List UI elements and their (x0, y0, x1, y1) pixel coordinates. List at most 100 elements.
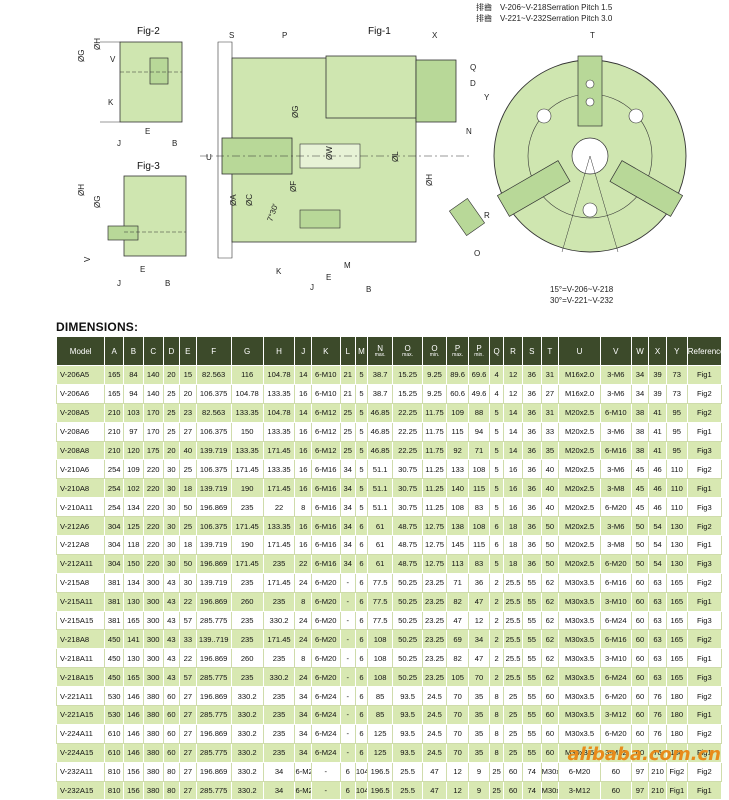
table-cell: 4 (488, 365, 505, 385)
table-cell: 171.45 (262, 478, 296, 499)
table-cell: 330.2 (262, 667, 296, 688)
table-cell: 76 (648, 723, 667, 744)
column-header: S (521, 336, 542, 366)
table-cell: 93.5 (392, 742, 423, 763)
table-cell: 6 (488, 535, 505, 555)
table-cell: 73 (665, 365, 688, 385)
table-cell: 50.25 (392, 572, 423, 593)
table-cell: 25 (503, 742, 523, 763)
table-cell: 16 (294, 459, 312, 480)
column-header-label: N (377, 344, 384, 353)
model-cell: V-232A15 (55, 780, 106, 800)
table-cell: - (339, 742, 356, 763)
table-cell: 125 (123, 516, 144, 537)
table-cell: 23 (179, 402, 197, 423)
table-cell: 60 (540, 705, 560, 725)
table-cell: 3-M6 (599, 516, 632, 537)
table-cell: 6-M16 (310, 459, 341, 480)
table-cell: 30 (162, 516, 181, 537)
table-cell: 85 (366, 686, 394, 707)
column-header: V (599, 336, 632, 366)
table-cell: 196.869 (195, 686, 232, 707)
table-cell: 16 (503, 459, 523, 480)
table-cell: 175 (142, 440, 164, 461)
table-cell: 3-M8 (599, 478, 632, 499)
table-cell: 810 (104, 761, 125, 782)
table-cell: 108 (468, 459, 490, 480)
column-header-label: U (576, 346, 583, 356)
table-cell: 55 (521, 629, 542, 650)
table-cell: 36 (521, 440, 542, 461)
table-cell: 22 (262, 497, 296, 518)
model-cell: V-206A5 (55, 365, 106, 385)
table-cell: 6-M20 (310, 629, 341, 650)
table-cell: 8 (488, 686, 505, 707)
table-cell: 27 (540, 383, 560, 404)
table-cell: 60 (540, 723, 560, 744)
table-cell: 450 (104, 648, 125, 669)
table-cell: Fig3 (686, 497, 723, 518)
table-cell: 34 (262, 780, 296, 800)
table-cell: 130 (665, 516, 688, 537)
table-cell: 34 (339, 553, 356, 574)
table-cell: 36 (521, 535, 542, 555)
table-cell: 3-M6 (599, 421, 632, 442)
dim-phiG-fig3: ØG (93, 196, 102, 208)
table-cell: - (339, 723, 356, 744)
table-cell: 34 (294, 742, 312, 763)
table-cell: 180 (665, 723, 688, 744)
table-cell: 30 (162, 497, 181, 518)
table-cell: 285.775 (195, 610, 232, 631)
table-cell: 133.35 (230, 402, 264, 423)
table-cell: 104.78 (262, 365, 296, 385)
table-cell: Fig2 (686, 383, 723, 404)
table-cell: 24.5 (421, 705, 448, 725)
table-cell: 50 (540, 535, 560, 555)
table-cell: 34 (294, 723, 312, 744)
table-cell: 60 (630, 686, 650, 707)
table-cell: 18 (503, 516, 523, 537)
table-cell: 93.5 (392, 705, 423, 725)
table-cell: 24 (294, 610, 312, 631)
table-cell: 55 (521, 572, 542, 593)
table-cell: 25.5 (503, 667, 523, 688)
table-cell: 6-M24 (310, 723, 341, 744)
table-cell: 38 (630, 440, 650, 461)
table-cell: 38.7 (366, 365, 394, 385)
table-cell: 2 (488, 629, 505, 650)
model-cell: V-208A5 (55, 402, 106, 423)
table-cell: 285.775 (195, 667, 232, 688)
table-cell: 62 (540, 667, 560, 688)
table-cell: 50.25 (392, 591, 423, 612)
table-cell: 30.75 (392, 497, 423, 518)
table-cell: 21 (339, 383, 356, 404)
table-cell: M20x2.5 (558, 440, 601, 461)
table-cell: 12 (468, 610, 490, 631)
table-cell: 106.375 (195, 459, 232, 480)
table-cell: 22 (179, 591, 197, 612)
table-cell: 36 (521, 459, 542, 480)
table-cell: 6-M16 (310, 478, 341, 499)
table-cell: 125 (366, 723, 394, 744)
table-cell: 196.5 (366, 780, 394, 800)
model-cell: V-221A11 (55, 686, 106, 707)
dim-R-fig1: R (484, 211, 490, 220)
table-cell: 57 (179, 667, 197, 688)
table-cell: 6-M16 (599, 440, 632, 461)
table-cell: 6-M20 (599, 723, 632, 744)
table-cell: 106.375 (195, 383, 232, 404)
column-header-label: S (529, 346, 535, 356)
table-cell: M20x2.5 (558, 459, 601, 480)
table-cell: 130 (123, 591, 144, 612)
table-cell: 381 (104, 591, 125, 612)
table-cell: 171.45 (262, 572, 296, 593)
table-cell: 165 (104, 365, 125, 385)
table-cell: 610 (104, 742, 125, 763)
table-cell: 146 (123, 723, 144, 744)
table-cell: 50 (179, 553, 197, 574)
table-cell: 70 (446, 723, 470, 744)
table-cell: 60 (162, 723, 181, 744)
table-cell: 6 (354, 553, 369, 574)
